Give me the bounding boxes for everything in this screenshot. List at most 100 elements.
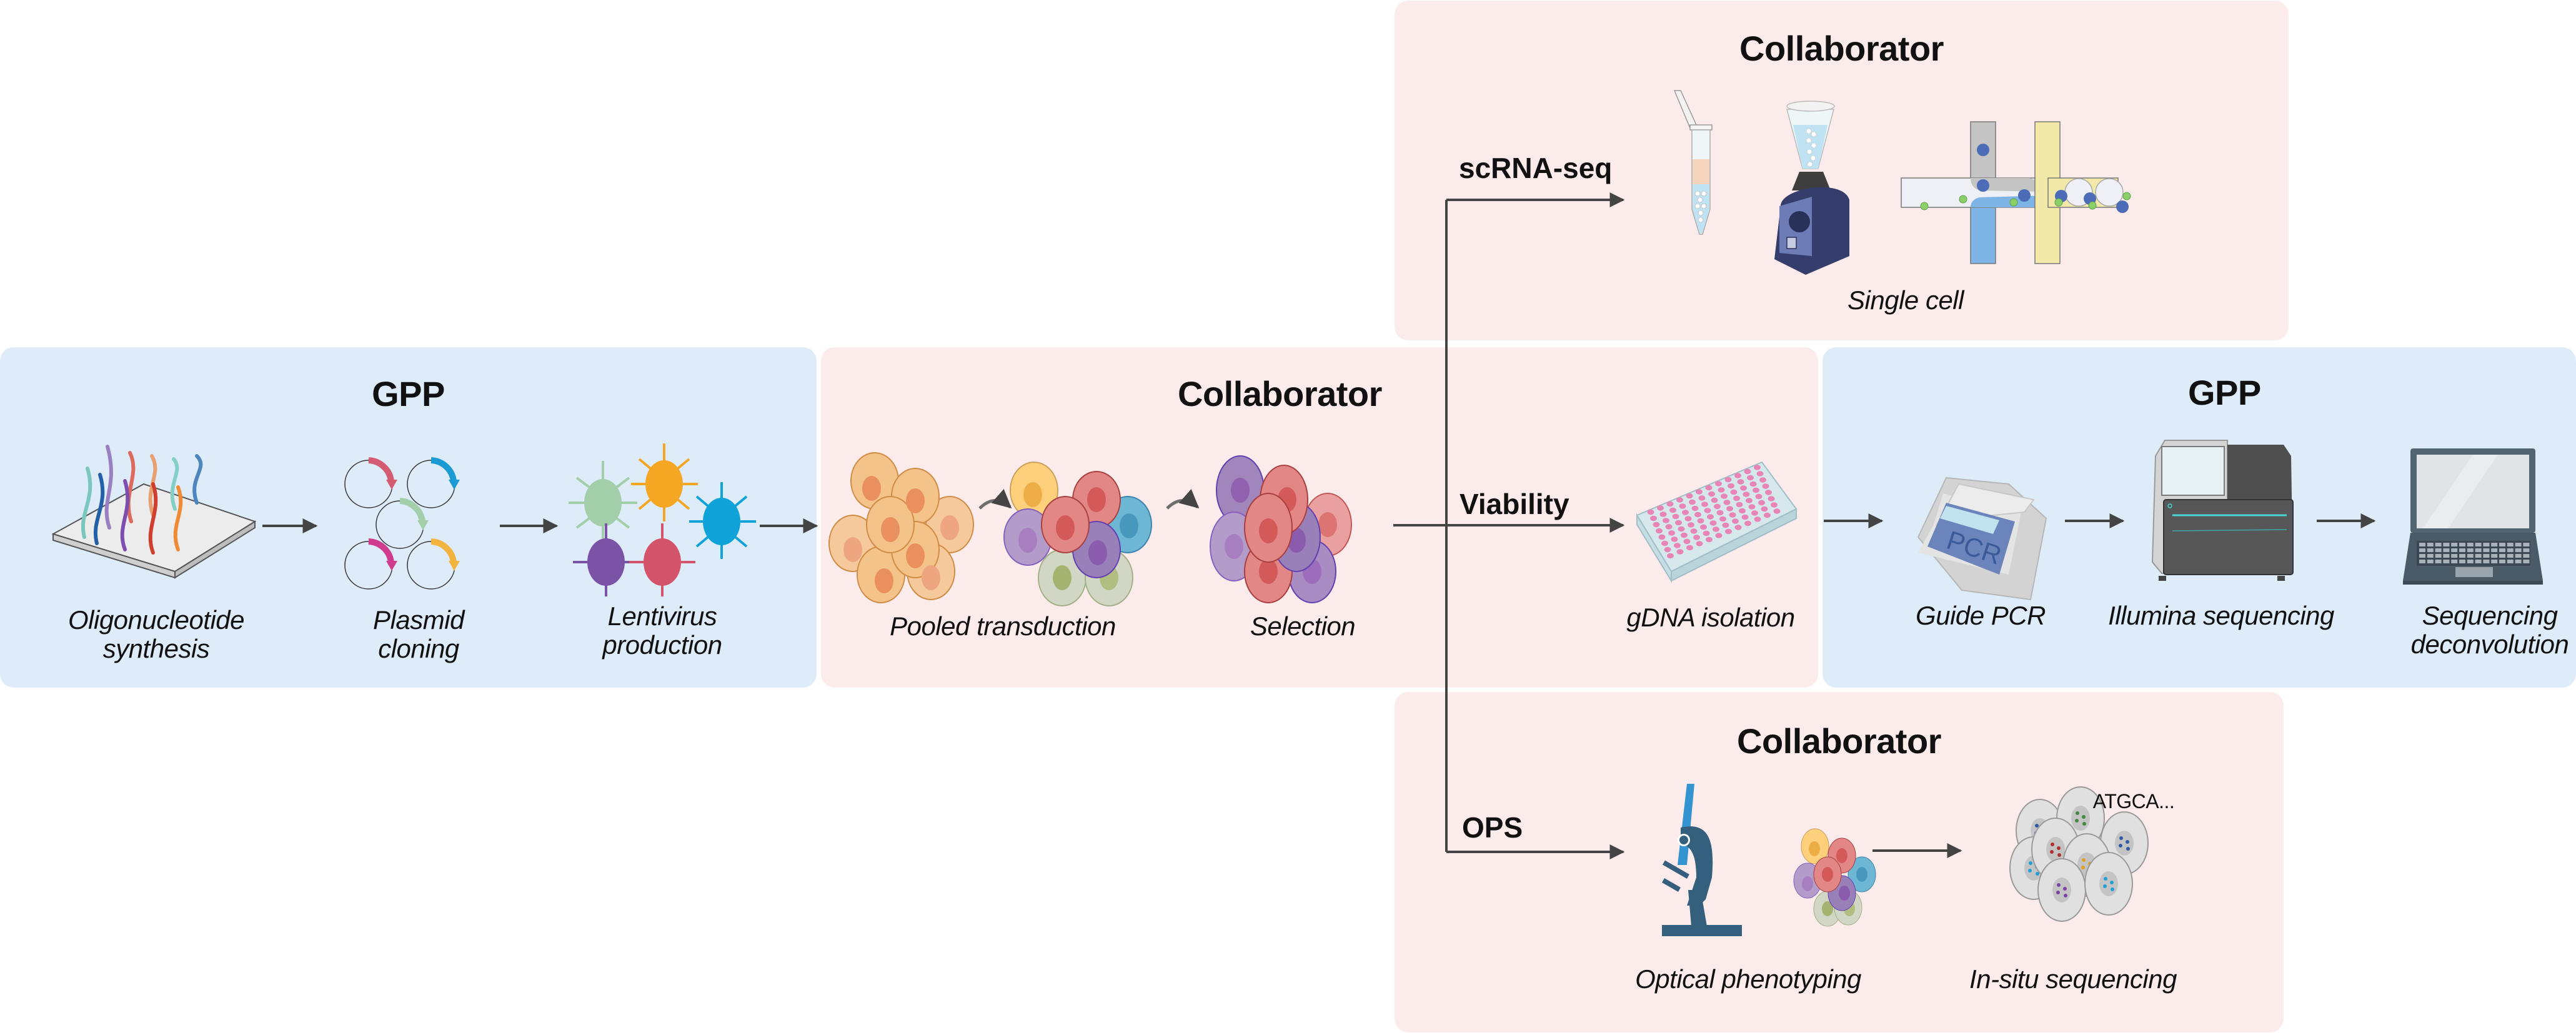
well: [1722, 522, 1729, 528]
key: [2475, 554, 2482, 558]
key: [2467, 554, 2474, 558]
key: [2427, 543, 2434, 546]
step-label-pooled-transduction: Pooled transduction: [890, 611, 1116, 641]
panel-title: GPP: [372, 374, 445, 413]
key: [2435, 543, 2442, 546]
well: [1765, 490, 1772, 495]
key: [2499, 560, 2505, 563]
well: [1726, 506, 1733, 512]
step-label-gdna-isolation: gDNA isolation: [1626, 603, 1795, 632]
label-line: Oligonucleotide: [67, 605, 245, 635]
well: [1668, 530, 1675, 536]
well: [1740, 485, 1747, 491]
label-line: Sequencing: [2422, 601, 2558, 630]
panel-title: GPP: [2188, 373, 2261, 412]
sequence-annotation: ATGCA...: [2092, 790, 2175, 813]
well: [1661, 540, 1668, 546]
well: [1716, 510, 1724, 516]
key: [2491, 560, 2498, 563]
well: [1688, 522, 1694, 528]
transduced-cells-icon: [1003, 462, 1152, 606]
key: [2491, 554, 2498, 558]
well: [1756, 471, 1764, 477]
well: [1659, 512, 1667, 517]
key: [2419, 560, 2425, 563]
well: [1686, 493, 1693, 499]
key: [2515, 543, 2522, 546]
well: [1650, 515, 1657, 521]
well: [1741, 514, 1749, 520]
well: [1658, 534, 1666, 540]
step-label-lentivirus: Lentivirus production: [602, 602, 722, 660]
laptop-icon: [2403, 448, 2543, 585]
step-label-single-cell: Single cell: [1847, 285, 1964, 315]
well: [1758, 500, 1765, 506]
well: [1754, 465, 1761, 470]
key: [2515, 554, 2522, 558]
step-label-in-situ-sequencing: In-situ sequencing: [1969, 964, 2177, 994]
label-line: synthesis: [102, 634, 210, 663]
well: [1678, 526, 1685, 532]
well: [1749, 481, 1757, 487]
plasmid-icon: [344, 457, 460, 590]
well: [1679, 503, 1686, 509]
well: [1733, 495, 1740, 502]
well: [1743, 492, 1750, 497]
step-label-optical-phenotyping: Optical phenotyping: [1635, 964, 1861, 994]
curved-arrow-selection: [1166, 488, 1200, 510]
in-situ-cell: [2084, 852, 2133, 916]
key: [2507, 560, 2514, 563]
well: [1667, 553, 1674, 559]
key: [2491, 543, 2498, 546]
well: [1676, 549, 1684, 555]
well: [1664, 546, 1671, 553]
well: [1751, 510, 1758, 516]
well: [1746, 498, 1753, 503]
key: [2435, 560, 2442, 563]
well: [1723, 500, 1731, 505]
well: [1707, 514, 1714, 520]
well: [1681, 532, 1688, 538]
key: [2515, 560, 2522, 563]
well: [1703, 530, 1710, 536]
well: [1725, 528, 1732, 535]
virus-purple: [573, 523, 639, 596]
well: [1665, 524, 1673, 530]
key: [2459, 554, 2465, 558]
well: [1657, 505, 1664, 511]
well: [1759, 477, 1766, 483]
well: [1691, 505, 1699, 512]
well: [1701, 502, 1708, 507]
virus-orange: [631, 443, 698, 521]
step-label-selection: Selection: [1250, 611, 1356, 641]
key: [2507, 554, 2514, 558]
panel-title: Collaborator: [1739, 29, 1944, 68]
key: [2507, 543, 2514, 546]
selected-cells-icon: [1210, 455, 1352, 603]
well: [1697, 518, 1704, 524]
key: [2523, 548, 2530, 552]
key: [2499, 548, 2505, 552]
branch-label-ops: OPS: [1462, 811, 1523, 844]
well: [1708, 491, 1715, 497]
well: [1719, 516, 1726, 522]
well: [1694, 512, 1701, 518]
key: [2427, 554, 2434, 558]
well: [1704, 508, 1711, 513]
well-plate-icon: [1636, 461, 1798, 583]
well: [1761, 506, 1768, 512]
well: [1663, 518, 1669, 523]
well: [1647, 509, 1654, 515]
label-line: production: [602, 630, 722, 660]
key: [2483, 543, 2490, 546]
microscope-icon: [1662, 784, 1742, 936]
well: [1696, 541, 1703, 546]
key: [2499, 554, 2505, 558]
well: [1672, 513, 1679, 520]
key: [2459, 543, 2465, 546]
step-label-oligo: Oligonucleotide synthesis: [67, 605, 245, 663]
well: [1653, 521, 1660, 528]
key: [2451, 548, 2458, 552]
key: [2523, 543, 2530, 546]
